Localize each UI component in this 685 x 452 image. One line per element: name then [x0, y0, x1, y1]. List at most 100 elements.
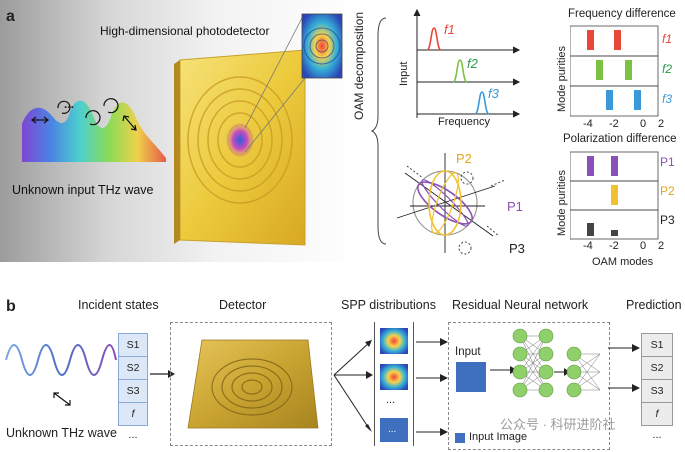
f1-peak: [426, 27, 442, 51]
prediction-state-more: ...: [652, 429, 662, 441]
resnet-input-block: [456, 362, 486, 392]
freq-tick-2: 2: [658, 118, 665, 130]
resnet-to-prediction-arrows: [608, 344, 640, 392]
nn-node-l3-1: [566, 346, 582, 362]
freq-row-f3: f3: [662, 92, 673, 106]
input-wave-illustration: [22, 98, 166, 162]
spp-header: SPP distributions: [341, 298, 436, 312]
p2-label: P2: [456, 151, 472, 166]
spectrum-plot: [413, 8, 521, 118]
incident-state-s3: S3: [118, 380, 148, 403]
pol-tick-m2: -2: [609, 240, 619, 252]
incident-states-header: Incident states: [78, 298, 159, 312]
resnet-box: [448, 322, 610, 450]
thz-wave: [5, 344, 117, 376]
p3-bar-b: [611, 230, 618, 236]
poincare-sphere: [396, 153, 506, 255]
nn-node-l1-3: [512, 364, 528, 380]
nn-node-l1-2: [512, 346, 528, 362]
prediction-state-s1: S1: [641, 333, 673, 357]
freq-row-f2: f2: [662, 62, 673, 76]
f2-label: f2: [467, 56, 478, 71]
decomposition-brace: [370, 17, 387, 245]
f1-label: f1: [444, 22, 455, 37]
panel-b-label: b: [6, 298, 16, 315]
prediction-state-s3: S3: [641, 380, 673, 403]
pol-tick-0: 0: [640, 240, 647, 252]
arrow-to-detector: [150, 370, 175, 378]
nn-node-l3-2: [566, 364, 582, 380]
p1-bar-b: [611, 156, 618, 176]
p1-label: P1: [507, 199, 523, 214]
polarization-chart-title: Polarization difference: [563, 133, 677, 145]
spp-image-3-ellipsis: ...: [388, 424, 397, 435]
f2-bar-b: [625, 60, 632, 80]
p2-ellipse: [428, 170, 462, 236]
prediction-header: Prediction: [626, 298, 682, 312]
p2-bar-a: [611, 185, 618, 205]
pol-row-p2: P2: [660, 184, 675, 198]
f1-bar-b: [614, 30, 621, 50]
resnet-input-label: Input: [455, 346, 481, 358]
incident-state-more: ...: [128, 429, 138, 441]
f3-peak: [474, 91, 490, 115]
input-dots: ...: [64, 97, 75, 111]
spp-image-2: [380, 364, 408, 390]
spp-ellipsis: ...: [386, 394, 396, 406]
p1-ellipse-2: [421, 179, 469, 227]
f2-bar-a: [596, 60, 603, 80]
p3-bar-a: [587, 223, 594, 236]
frequency-chart-title: Frequency difference: [568, 8, 676, 20]
nn-node-l2-2: [538, 346, 554, 362]
fanout-arrows: [333, 340, 373, 432]
prediction-column: S1 S2 S3 f ...: [641, 333, 673, 444]
watermark: 公众号 · 科研进阶社: [500, 417, 616, 432]
input-image-legend-label: Input Image: [469, 431, 528, 443]
f2-peak: [452, 59, 468, 83]
nn-node-l2-4: [538, 382, 554, 398]
spp-image-1: [380, 328, 408, 354]
detector-rings: [187, 76, 293, 204]
spp-bracket: [374, 322, 414, 446]
spp-distribution-stack: [380, 328, 408, 442]
spp-inset-image: [301, 13, 343, 79]
nn-node-l2-1: [538, 328, 554, 344]
nn-node-l2-3: [538, 364, 554, 380]
detector-box: [170, 322, 332, 446]
spp-to-resnet-arrows: [416, 338, 448, 436]
thz-wave-illustration: [5, 344, 117, 406]
detector-header: Detector: [219, 298, 267, 312]
pol-row-p3: P3: [660, 213, 675, 227]
photodetector-illustration: [174, 13, 343, 246]
nn-node-l1-1: [512, 328, 528, 344]
frequency-difference-chart: [570, 25, 659, 117]
freq-row-f1: f1: [662, 32, 673, 46]
pol-tick-m4: -4: [583, 240, 593, 252]
prediction-state-s2: S2: [641, 357, 673, 380]
spectrum-y-label: Input: [398, 61, 410, 86]
nn-node-l1-4: [512, 382, 528, 398]
f3-label: f3: [488, 86, 499, 101]
detector-3d-illustration: [187, 339, 319, 429]
frequency-chart-y-label: Mode purities: [556, 45, 568, 112]
neural-network-diagram: [490, 328, 601, 398]
freq-tick-m2: -2: [609, 118, 619, 130]
spp-image-3: [380, 418, 408, 442]
input-image-legend-swatch: [455, 433, 465, 443]
pol-x-label: OAM modes: [592, 256, 654, 268]
p3-label: P3: [509, 241, 525, 256]
prediction-state-f: f: [641, 403, 673, 426]
incident-state-s2: S2: [118, 357, 148, 380]
pol-row-p1: P1: [660, 155, 675, 169]
freq-tick-m4: -4: [583, 118, 593, 130]
freq-tick-0: 0: [640, 118, 647, 130]
f3-bar-b: [634, 90, 641, 110]
nn-node-l3-3: [566, 382, 582, 398]
thz-wave-label: Unknown THz wave: [6, 426, 117, 440]
beam-spot: [224, 120, 256, 160]
pol-tick-2: 2: [658, 240, 665, 252]
polarization-difference-chart: [570, 151, 659, 240]
photodetector-title: High-dimensional photodetector: [100, 24, 270, 38]
incident-state-f: f: [118, 403, 148, 426]
input-wave-label: Unknown input THz wave: [12, 183, 154, 197]
